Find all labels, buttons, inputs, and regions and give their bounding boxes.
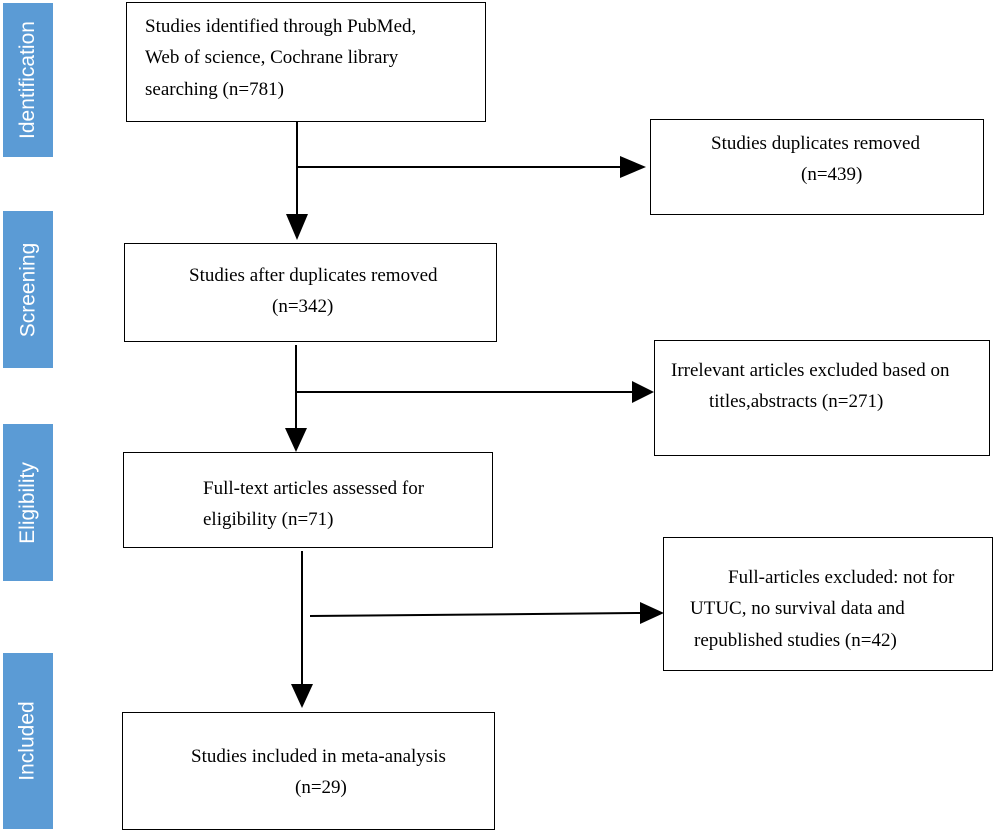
box-irrelevant-line1: Irrelevant articles excluded based on xyxy=(671,360,950,381)
box-identified-line2: Web of science, Cochrane library xyxy=(145,47,399,69)
arrowhead-down-3 xyxy=(291,684,313,708)
stage-tab-identification: Identification xyxy=(3,3,53,157)
box-studies-identified: Studies identified through PubMed, Web o… xyxy=(126,2,486,122)
box-studies-included: Studies included in meta-analysis (n=29) xyxy=(122,712,495,830)
box-identified-line1: Studies identified through PubMed, xyxy=(145,16,417,37)
arrowhead-right-2 xyxy=(632,381,654,403)
arrowhead-down-1 xyxy=(286,214,308,240)
box-full-text-assessed: Full-text articles assessed for eligibil… xyxy=(123,452,493,548)
box-full-excluded-line3: republished studies (n=42) xyxy=(694,629,897,651)
stage-tab-screening: Screening xyxy=(3,211,53,368)
box-irrelevant-excluded: Irrelevant articles excluded based on ti… xyxy=(654,340,990,456)
box-identified-line3: searching (n=781) xyxy=(145,78,284,100)
stage-tab-included: Included xyxy=(3,653,53,829)
box-after-duplicates: Studies after duplicates removed (n=342) xyxy=(124,243,497,342)
stage-tab-eligibility: Eligibility xyxy=(3,424,53,581)
box-full-excluded-line2: UTUC, no survival data and xyxy=(690,598,905,620)
box-duplicates-line2: (n=439) xyxy=(801,164,863,186)
box-full-excluded-line1: Full-articles excluded: not for xyxy=(728,567,955,588)
box-after-duplicates-line2: (n=342) xyxy=(272,296,334,318)
box-irrelevant-line2: titles,abstracts (n=271) xyxy=(709,391,884,413)
box-full-text-line2: eligibility (n=71) xyxy=(203,509,334,531)
arrow-shaft-eligibility-to-excluded xyxy=(309,612,641,617)
arrowhead-right-3 xyxy=(640,602,664,624)
box-after-duplicates-line1: Studies after duplicates removed xyxy=(189,265,438,286)
arrowhead-right-1 xyxy=(620,156,646,178)
box-included-line1: Studies included in meta-analysis xyxy=(191,746,446,767)
box-full-articles-excluded: Full-articles excluded: not for UTUC, no… xyxy=(663,537,993,671)
arrowhead-down-2 xyxy=(285,428,307,452)
box-full-text-line1: Full-text articles assessed for xyxy=(203,478,425,499)
box-duplicates-line1: Studies duplicates removed xyxy=(711,133,920,154)
box-duplicates-removed: Studies duplicates removed (n=439) xyxy=(650,119,984,215)
box-included-line2: (n=29) xyxy=(295,777,347,799)
